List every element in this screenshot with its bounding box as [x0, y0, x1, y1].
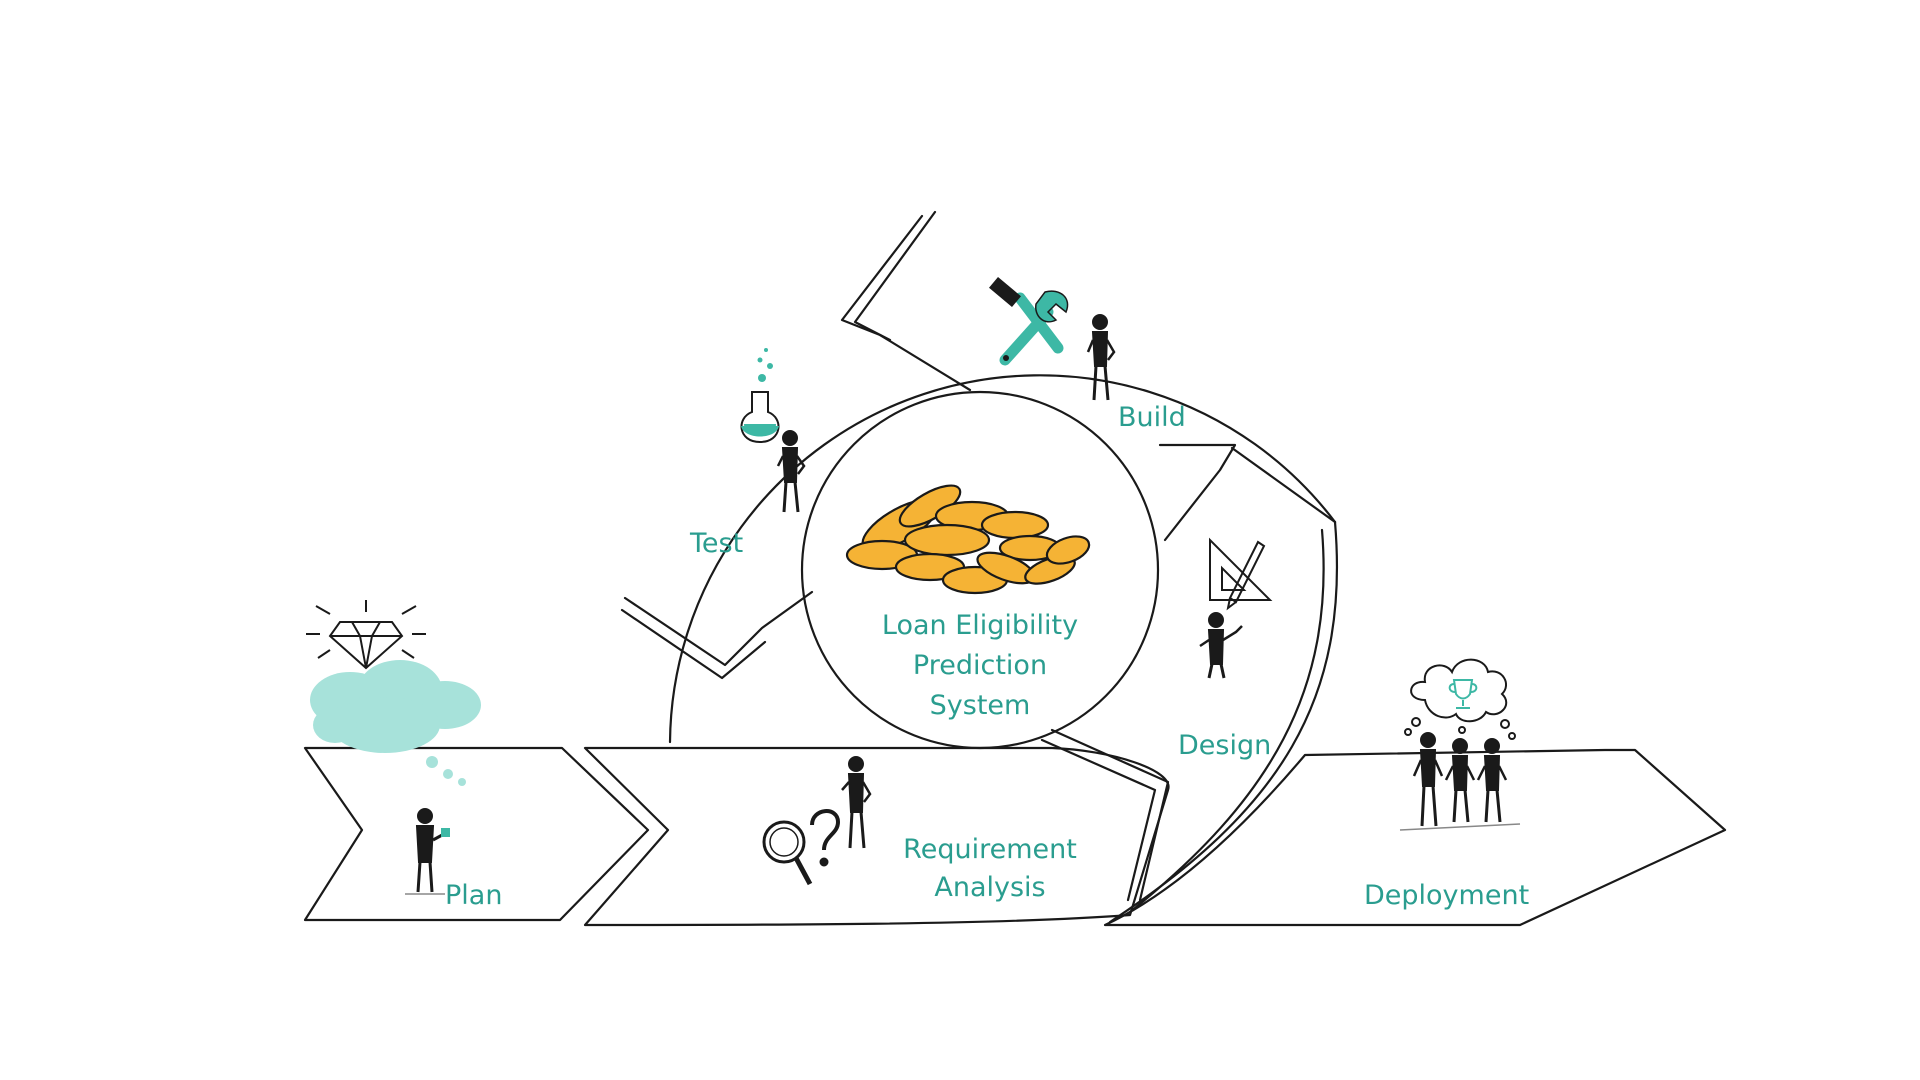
- cycle-ring-outer: [668, 374, 1337, 744]
- magnifier-icon: [762, 820, 813, 886]
- person-icon: [841, 756, 872, 849]
- design-segment-edge-2: [1128, 528, 1325, 914]
- diamond-icon: [306, 600, 426, 670]
- segment-divider-build-design: [1158, 443, 1237, 542]
- flask-icon: [740, 348, 780, 444]
- stage-label-design: Design: [1178, 730, 1272, 761]
- question-mark-icon: [810, 809, 841, 867]
- set-square-pencil-icon: [1209, 537, 1273, 611]
- person-icon: [1444, 738, 1476, 823]
- person-icon: [405, 808, 450, 895]
- stage-label-requirement-line1: Requirement: [903, 834, 1077, 865]
- stage-label-test: Test: [690, 528, 744, 559]
- stage-label-plan: Plan: [445, 880, 503, 911]
- center-title: Loan Eligibility Prediction System: [840, 606, 1120, 726]
- ground-line: [1399, 823, 1521, 831]
- stage-label-build: Build: [1118, 402, 1186, 433]
- tools-icon: [989, 276, 1069, 366]
- segment-divider-test-build: [840, 214, 972, 392]
- segment-divider-test-build-2: [853, 210, 937, 342]
- deployment-chevron: [1103, 748, 1727, 927]
- plan-chevron: [303, 746, 650, 922]
- thought-cloud-icon: [310, 660, 481, 786]
- stage-label-deployment: Deployment: [1364, 880, 1530, 911]
- segment-divider-test-req-2: [620, 608, 767, 680]
- segment-divider-test-req: [623, 590, 814, 667]
- segment-divider-build-design-2: [1230, 446, 1337, 524]
- thought-cloud-icon: [1404, 658, 1516, 740]
- segment-divider-design-req-2: [1040, 738, 1157, 902]
- center-title-line2: Prediction: [912, 650, 1048, 681]
- person-icon: [1199, 612, 1243, 679]
- person-icon: [1412, 732, 1444, 827]
- center-title-line1: Loan Eligibility: [881, 610, 1079, 641]
- design-segment-edge: [1108, 520, 1339, 924]
- trophy-icon: [1448, 679, 1478, 709]
- stage-label-requirement: Requirement Analysis: [900, 834, 1080, 905]
- person-icon: [1476, 738, 1508, 823]
- stage-label-requirement-line2: Analysis: [934, 872, 1046, 904]
- coins-icon: [845, 484, 1091, 595]
- requirement-chevron: [583, 746, 1170, 927]
- center-title-line3: System: [929, 690, 1031, 721]
- person-icon: [776, 430, 806, 513]
- person-icon: [1086, 314, 1116, 401]
